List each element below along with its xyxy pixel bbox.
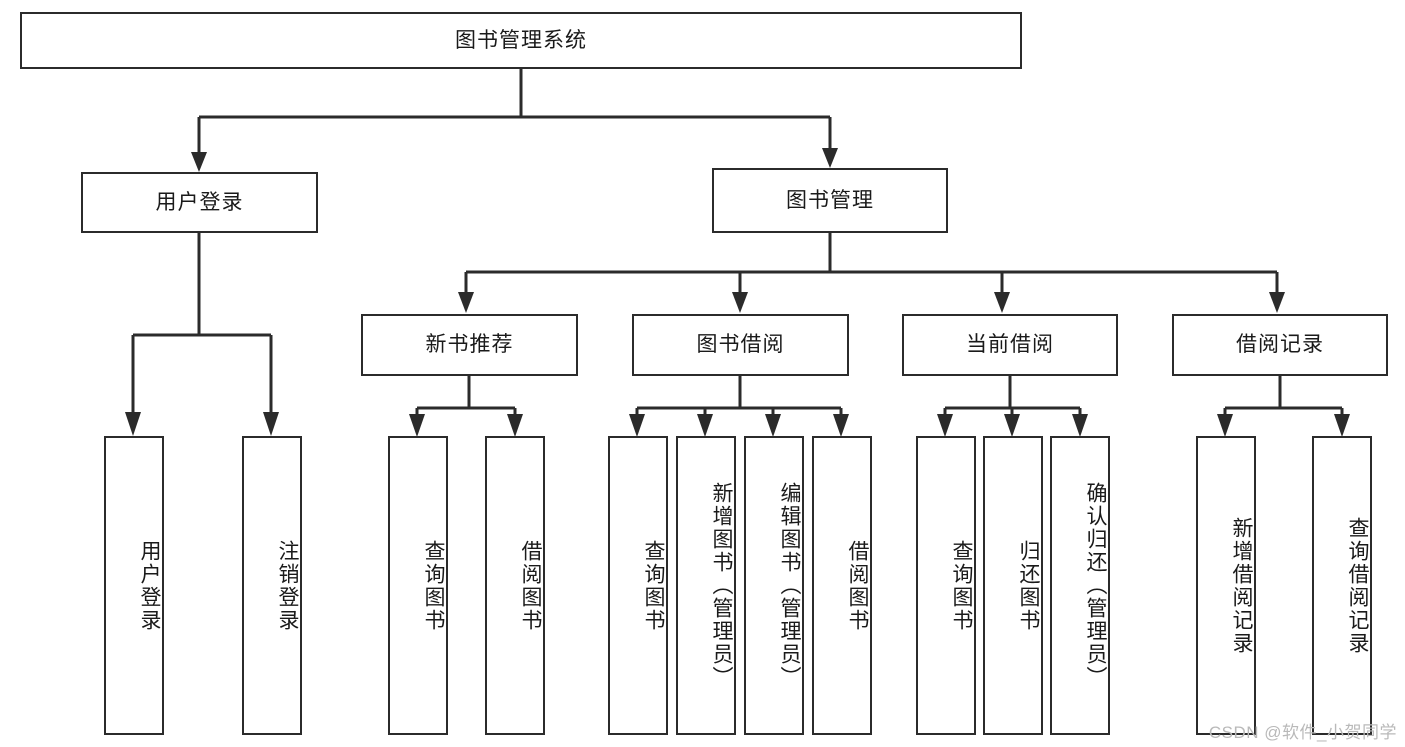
node-book-borrow[interactable]: 图书借阅 [632, 314, 849, 376]
node-borrow-records[interactable]: 借阅记录 [1172, 314, 1388, 376]
leaf-current-confirm-return-admin[interactable]: 确认归还（管理员） [1050, 436, 1110, 735]
leaf-new-book-query[interactable]: 查询图书 [388, 436, 448, 735]
node-label: 归还图书 [1017, 539, 1040, 632]
node-label: 当前借阅 [966, 333, 1054, 357]
node-label: 注销登录 [276, 539, 299, 632]
leaf-records-add-record[interactable]: 新增借阅记录 [1196, 436, 1256, 735]
arrow-root-to-book-mgmt [822, 148, 838, 168]
leaf-borrow-borrow-book[interactable]: 借阅图书 [812, 436, 872, 735]
leaf-new-book-borrow[interactable]: 借阅图书 [485, 436, 545, 735]
arrow-bookmgmt-child-4 [1269, 292, 1285, 313]
leaf-borrow-add-book-admin[interactable]: 新增图书（管理员） [676, 436, 736, 735]
node-label: 编辑图书（管理员） [778, 482, 801, 689]
arrow-userlogin-leaf-1 [125, 412, 141, 436]
node-label: 新书推荐 [425, 333, 514, 357]
arrow-borrow-leaf-1 [629, 414, 645, 437]
arrow-bookmgmt-child-2 [732, 292, 748, 313]
arrow-userlogin-leaf-2 [263, 412, 279, 436]
node-label: 用户登录 [138, 539, 161, 632]
leaf-current-query-book[interactable]: 查询图书 [916, 436, 976, 735]
node-label: 用户登录 [155, 190, 244, 214]
node-label: 借阅记录 [1236, 333, 1324, 357]
node-label: 图书管理 [786, 188, 874, 212]
arrow-borrow-leaf-3 [765, 414, 781, 437]
node-user-login[interactable]: 用户登录 [81, 172, 318, 233]
node-label: 查询图书 [642, 539, 665, 632]
leaf-borrow-query-book[interactable]: 查询图书 [608, 436, 668, 735]
node-label: 查询借阅记录 [1346, 516, 1369, 655]
node-current-borrow[interactable]: 当前借阅 [902, 314, 1118, 376]
arrow-borrow-leaf-2 [697, 414, 713, 437]
arrow-current-leaf-2 [1004, 414, 1020, 437]
arrow-root-to-user-login [191, 152, 207, 172]
node-label: 新增借阅记录 [1230, 516, 1253, 655]
leaf-records-query-record[interactable]: 查询借阅记录 [1312, 436, 1372, 735]
leaf-borrow-edit-book-admin[interactable]: 编辑图书（管理员） [744, 436, 804, 735]
node-label: 查询图书 [950, 539, 973, 632]
node-new-book-recommend[interactable]: 新书推荐 [361, 314, 578, 376]
arrow-records-leaf-2 [1334, 414, 1350, 437]
node-root-book-management-system[interactable]: 图书管理系统 [20, 12, 1022, 69]
arrow-newbook-leaf-1 [409, 414, 425, 437]
node-label: 图书管理系统 [455, 28, 587, 52]
node-label: 图书借阅 [696, 333, 785, 357]
arrow-newbook-leaf-2 [507, 414, 523, 437]
arrow-bookmgmt-child-1 [458, 292, 474, 313]
node-label: 借阅图书 [519, 539, 542, 632]
arrow-borrow-leaf-4 [833, 414, 849, 437]
arrow-current-leaf-1 [937, 414, 953, 437]
node-book-management[interactable]: 图书管理 [712, 168, 948, 233]
node-label: 新增图书（管理员） [710, 482, 733, 689]
leaf-user-login-login[interactable]: 用户登录 [104, 436, 164, 735]
arrow-records-leaf-1 [1217, 414, 1233, 437]
leaf-user-login-logout[interactable]: 注销登录 [242, 436, 302, 735]
leaf-current-return-book[interactable]: 归还图书 [983, 436, 1043, 735]
arrow-current-leaf-3 [1072, 414, 1088, 437]
node-label: 借阅图书 [846, 539, 869, 632]
arrow-bookmgmt-child-3 [994, 292, 1010, 313]
node-label: 确认归还（管理员） [1084, 482, 1107, 689]
node-label: 查询图书 [422, 539, 445, 632]
